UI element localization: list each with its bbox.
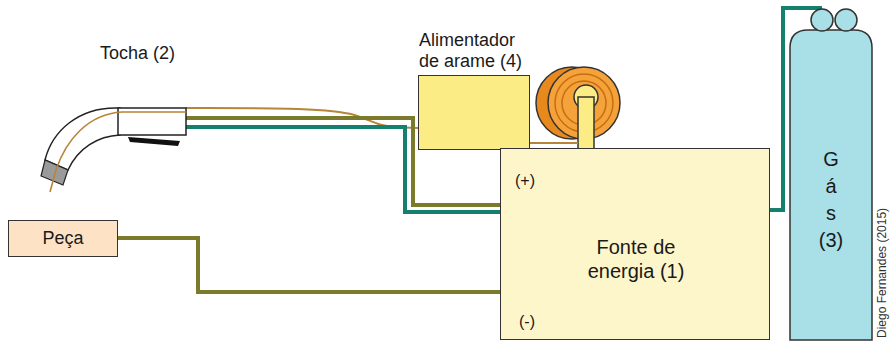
wire-feeder-box: Alimentador de arame (4) [418, 75, 530, 150]
part-label: Tocha (2) [100, 43, 175, 65]
ground-cable [118, 238, 500, 292]
torch-neck [45, 108, 120, 170]
wire-segment [530, 142, 578, 144]
cylinder-valve [835, 9, 857, 31]
gas-cylinder-shape [790, 8, 872, 340]
gas-cylinder: G á s (3) [790, 8, 872, 340]
cylinder-body [790, 30, 872, 340]
welding-torch: Tocha (2) [38, 70, 186, 188]
torch-trigger [128, 137, 180, 146]
watermark: Diego Fernandes (2015) [875, 208, 889, 338]
welding-torch-shape [38, 70, 186, 188]
workpiece-box: Peça [8, 220, 118, 257]
part-label: G á s (3) [819, 146, 843, 254]
power-source-box: (+) Fonte de energia (1) (-) [500, 148, 770, 340]
polarity-label: (+) [515, 171, 535, 190]
part-label: Fonte de energia (1) [571, 235, 701, 283]
part-label: Peça [9, 228, 117, 250]
spool-stand [578, 97, 594, 149]
part-label: Alimentador de arame (4) [419, 30, 534, 72]
torch-wire [50, 112, 186, 192]
polarity-label: (-) [519, 312, 535, 331]
cylinder-valve [811, 9, 833, 31]
